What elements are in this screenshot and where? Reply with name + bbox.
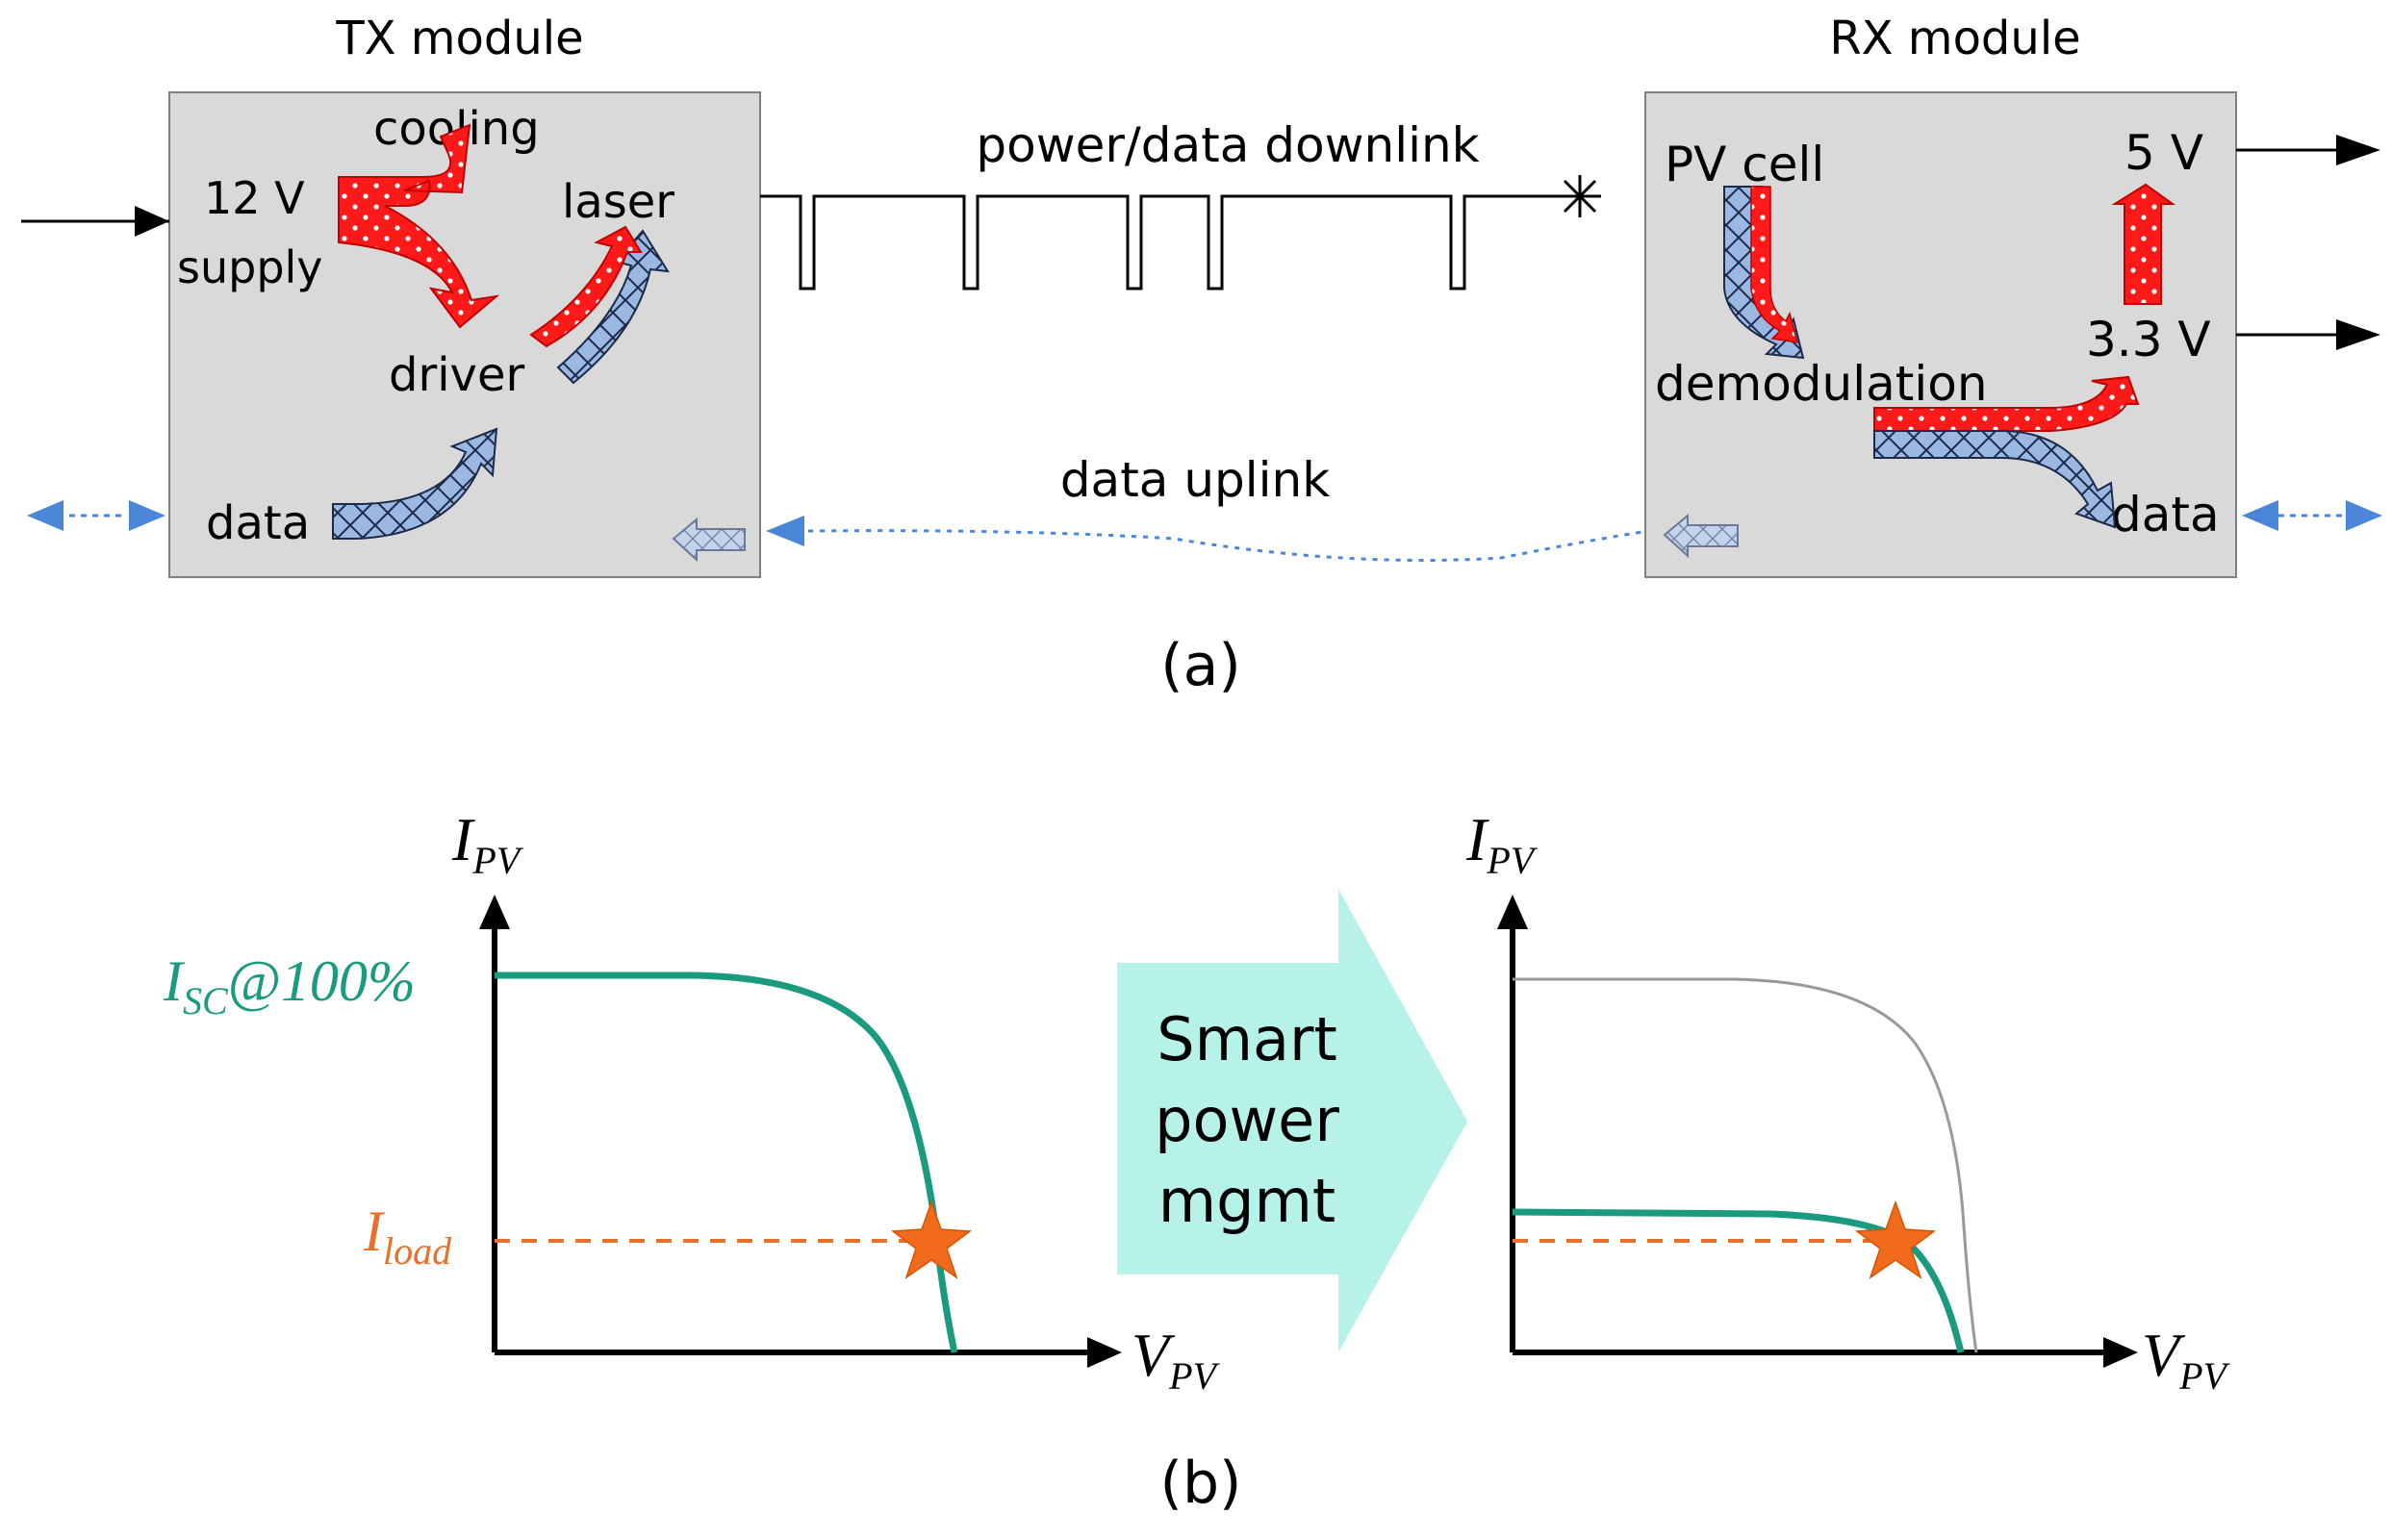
tx-uplink-receive-arrow <box>672 517 746 563</box>
downlink-label: power/data downlink <box>976 117 1479 173</box>
v5-power-arrow <box>2111 183 2176 305</box>
rx-data-io-right-head <box>2346 500 2382 531</box>
caption-b: (b) <box>1160 1450 1242 1517</box>
isc-label: ISC@100% <box>163 949 416 1022</box>
power-split-arrow <box>338 123 500 329</box>
v33-output-arrowhead <box>2336 319 2380 350</box>
downlink-pulse-train <box>760 194 1570 290</box>
v5-label: 5 V <box>2124 125 2203 181</box>
left-iv-curve <box>495 972 958 1353</box>
laser-label: laser <box>562 175 674 229</box>
uplink-label: data uplink <box>1060 452 1330 508</box>
pv-power-arrow <box>1750 186 1799 343</box>
driver-label: driver <box>389 348 524 402</box>
right-x-axis-label: VPV <box>2142 1321 2231 1398</box>
tx-data-label: data <box>206 496 310 550</box>
demodulation-label: demodulation <box>1655 356 1988 412</box>
left-operating-point-star <box>890 1199 973 1279</box>
supply-label: supply <box>177 241 323 293</box>
rx-module-box <box>1644 91 2237 578</box>
right-y-axis-label: IPV <box>1465 805 1539 882</box>
left-iv-plot: IPV VPV ISC@100% Iload <box>163 805 1221 1398</box>
uplink-path <box>807 529 1650 562</box>
tx-data-arrow <box>332 427 498 540</box>
smart-arrow-line3: mgmt <box>1158 1166 1335 1236</box>
left-y-axis-label: IPV <box>451 805 524 882</box>
v33-label: 3.3 V <box>2086 312 2211 367</box>
rx-data-io-left-head <box>2242 500 2278 531</box>
rx-data-label: data <box>2111 487 2220 543</box>
supply-voltage-label: 12 V <box>204 172 305 224</box>
supply-input-arrowhead <box>135 206 169 237</box>
tx-data-io-left-head <box>27 500 64 531</box>
uplink-arrowhead <box>766 516 804 546</box>
rx-module-title: RX module <box>1829 12 2080 65</box>
tx-data-io-right-head <box>129 500 165 531</box>
demod-data-arrow <box>1873 430 2117 529</box>
tx-module-title: TX module <box>335 12 583 65</box>
fiber-connector-asterisk <box>1559 175 1601 217</box>
rx-uplink-send-arrow <box>1663 513 1739 559</box>
left-x-arrowhead <box>1087 1337 1122 1368</box>
iload-label: Iload <box>363 1199 452 1273</box>
smart-power-mgmt-arrow <box>1117 889 1468 1352</box>
right-y-arrowhead <box>1497 895 1528 929</box>
right-operating-point-star <box>1854 1199 1937 1279</box>
right-iv-plot: IPV VPV <box>1465 805 2231 1398</box>
smart-arrow-line1: Smart <box>1157 1004 1337 1074</box>
demod-power-arrow <box>1873 375 2140 432</box>
smart-arrow-line2: power <box>1155 1085 1339 1155</box>
left-x-axis-label: VPV <box>1132 1321 1221 1398</box>
left-y-arrowhead <box>479 895 510 929</box>
right-reference-curve <box>1513 977 1978 1353</box>
pv-cell-label: PV cell <box>1665 137 1824 192</box>
laser-power-arrow <box>529 225 643 348</box>
laser-hatch-arrow <box>556 229 670 385</box>
v5-output-arrowhead <box>2336 135 2380 165</box>
right-x-arrowhead <box>2103 1337 2138 1368</box>
caption-a: (a) <box>1160 632 1241 699</box>
